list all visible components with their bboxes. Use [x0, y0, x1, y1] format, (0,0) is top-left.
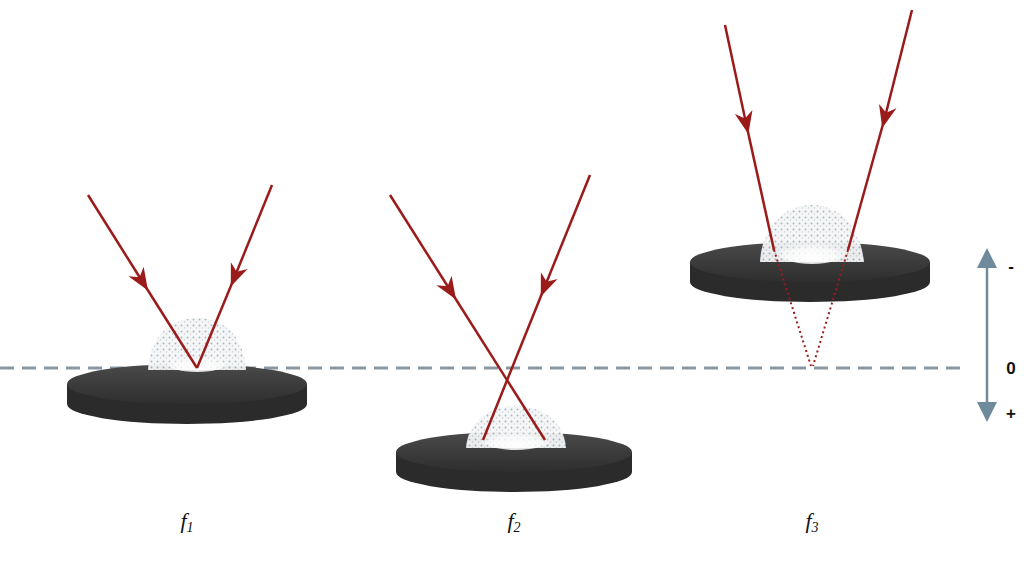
axis-zero: 0 [1006, 360, 1015, 377]
light-beam [725, 10, 912, 366]
frequency-label: f2 [507, 510, 520, 535]
sample-disc [67, 364, 307, 424]
axis-sign: - [1008, 258, 1014, 275]
axis-arrow [986, 252, 989, 418]
sample-blob [148, 318, 246, 372]
light-beam [390, 175, 590, 440]
sample-blob [466, 406, 566, 450]
frequency-label: f3 [805, 510, 818, 535]
axis-sign: + [1006, 405, 1016, 422]
frequency-label: f1 [180, 510, 193, 535]
light-beam [88, 185, 272, 368]
